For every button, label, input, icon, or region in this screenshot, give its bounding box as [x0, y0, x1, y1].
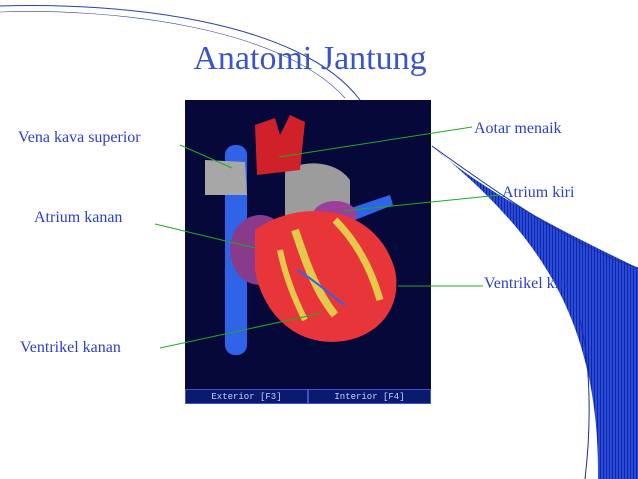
- label-atrium-kiri: Atrium kiri: [502, 184, 575, 201]
- coronary-artery-1: [291, 228, 339, 318]
- interior-view-button[interactable]: Interior [F4]: [308, 389, 431, 404]
- slide-title: Anatomi Jantung: [193, 40, 427, 77]
- top-arc-line-2: [0, 11, 346, 99]
- label-aotar-menaik: Aotar menaik: [474, 120, 562, 137]
- label-ventrikel-kiri: Ventrikel kiri: [484, 275, 569, 292]
- leader-ventrikel-kanan: [159, 312, 323, 349]
- coronary-artery-2: [332, 217, 384, 301]
- right-ribbon-inner-edge: [579, 319, 590, 479]
- heart-image-panel: [185, 100, 431, 404]
- pulmonary-vein-left: [205, 160, 247, 195]
- exterior-view-button[interactable]: Exterior [F3]: [185, 389, 308, 404]
- leader-aotar-menaik: [278, 126, 473, 158]
- leader-vena-kava: [179, 144, 233, 169]
- label-vena-kava-superior: Vena kava superior: [18, 129, 141, 146]
- right-ribbon-edge: [431, 145, 638, 269]
- leader-atrium-kanan: [154, 223, 256, 249]
- label-atrium-kanan: Atrium kanan: [34, 209, 123, 226]
- aorta-vessel: [255, 115, 305, 175]
- view-button-bar: Exterior [F3] Interior [F4]: [185, 389, 431, 404]
- label-ventrikel-kanan: Ventrikel kanan: [20, 339, 121, 356]
- coronary-vein: [296, 269, 346, 306]
- coronary-artery-3: [277, 249, 308, 322]
- leader-atrium-kiri: [342, 194, 501, 212]
- right-ribbon: [432, 146, 638, 479]
- ventricles-shape: [255, 210, 397, 342]
- top-arc-line: [0, 4, 361, 101]
